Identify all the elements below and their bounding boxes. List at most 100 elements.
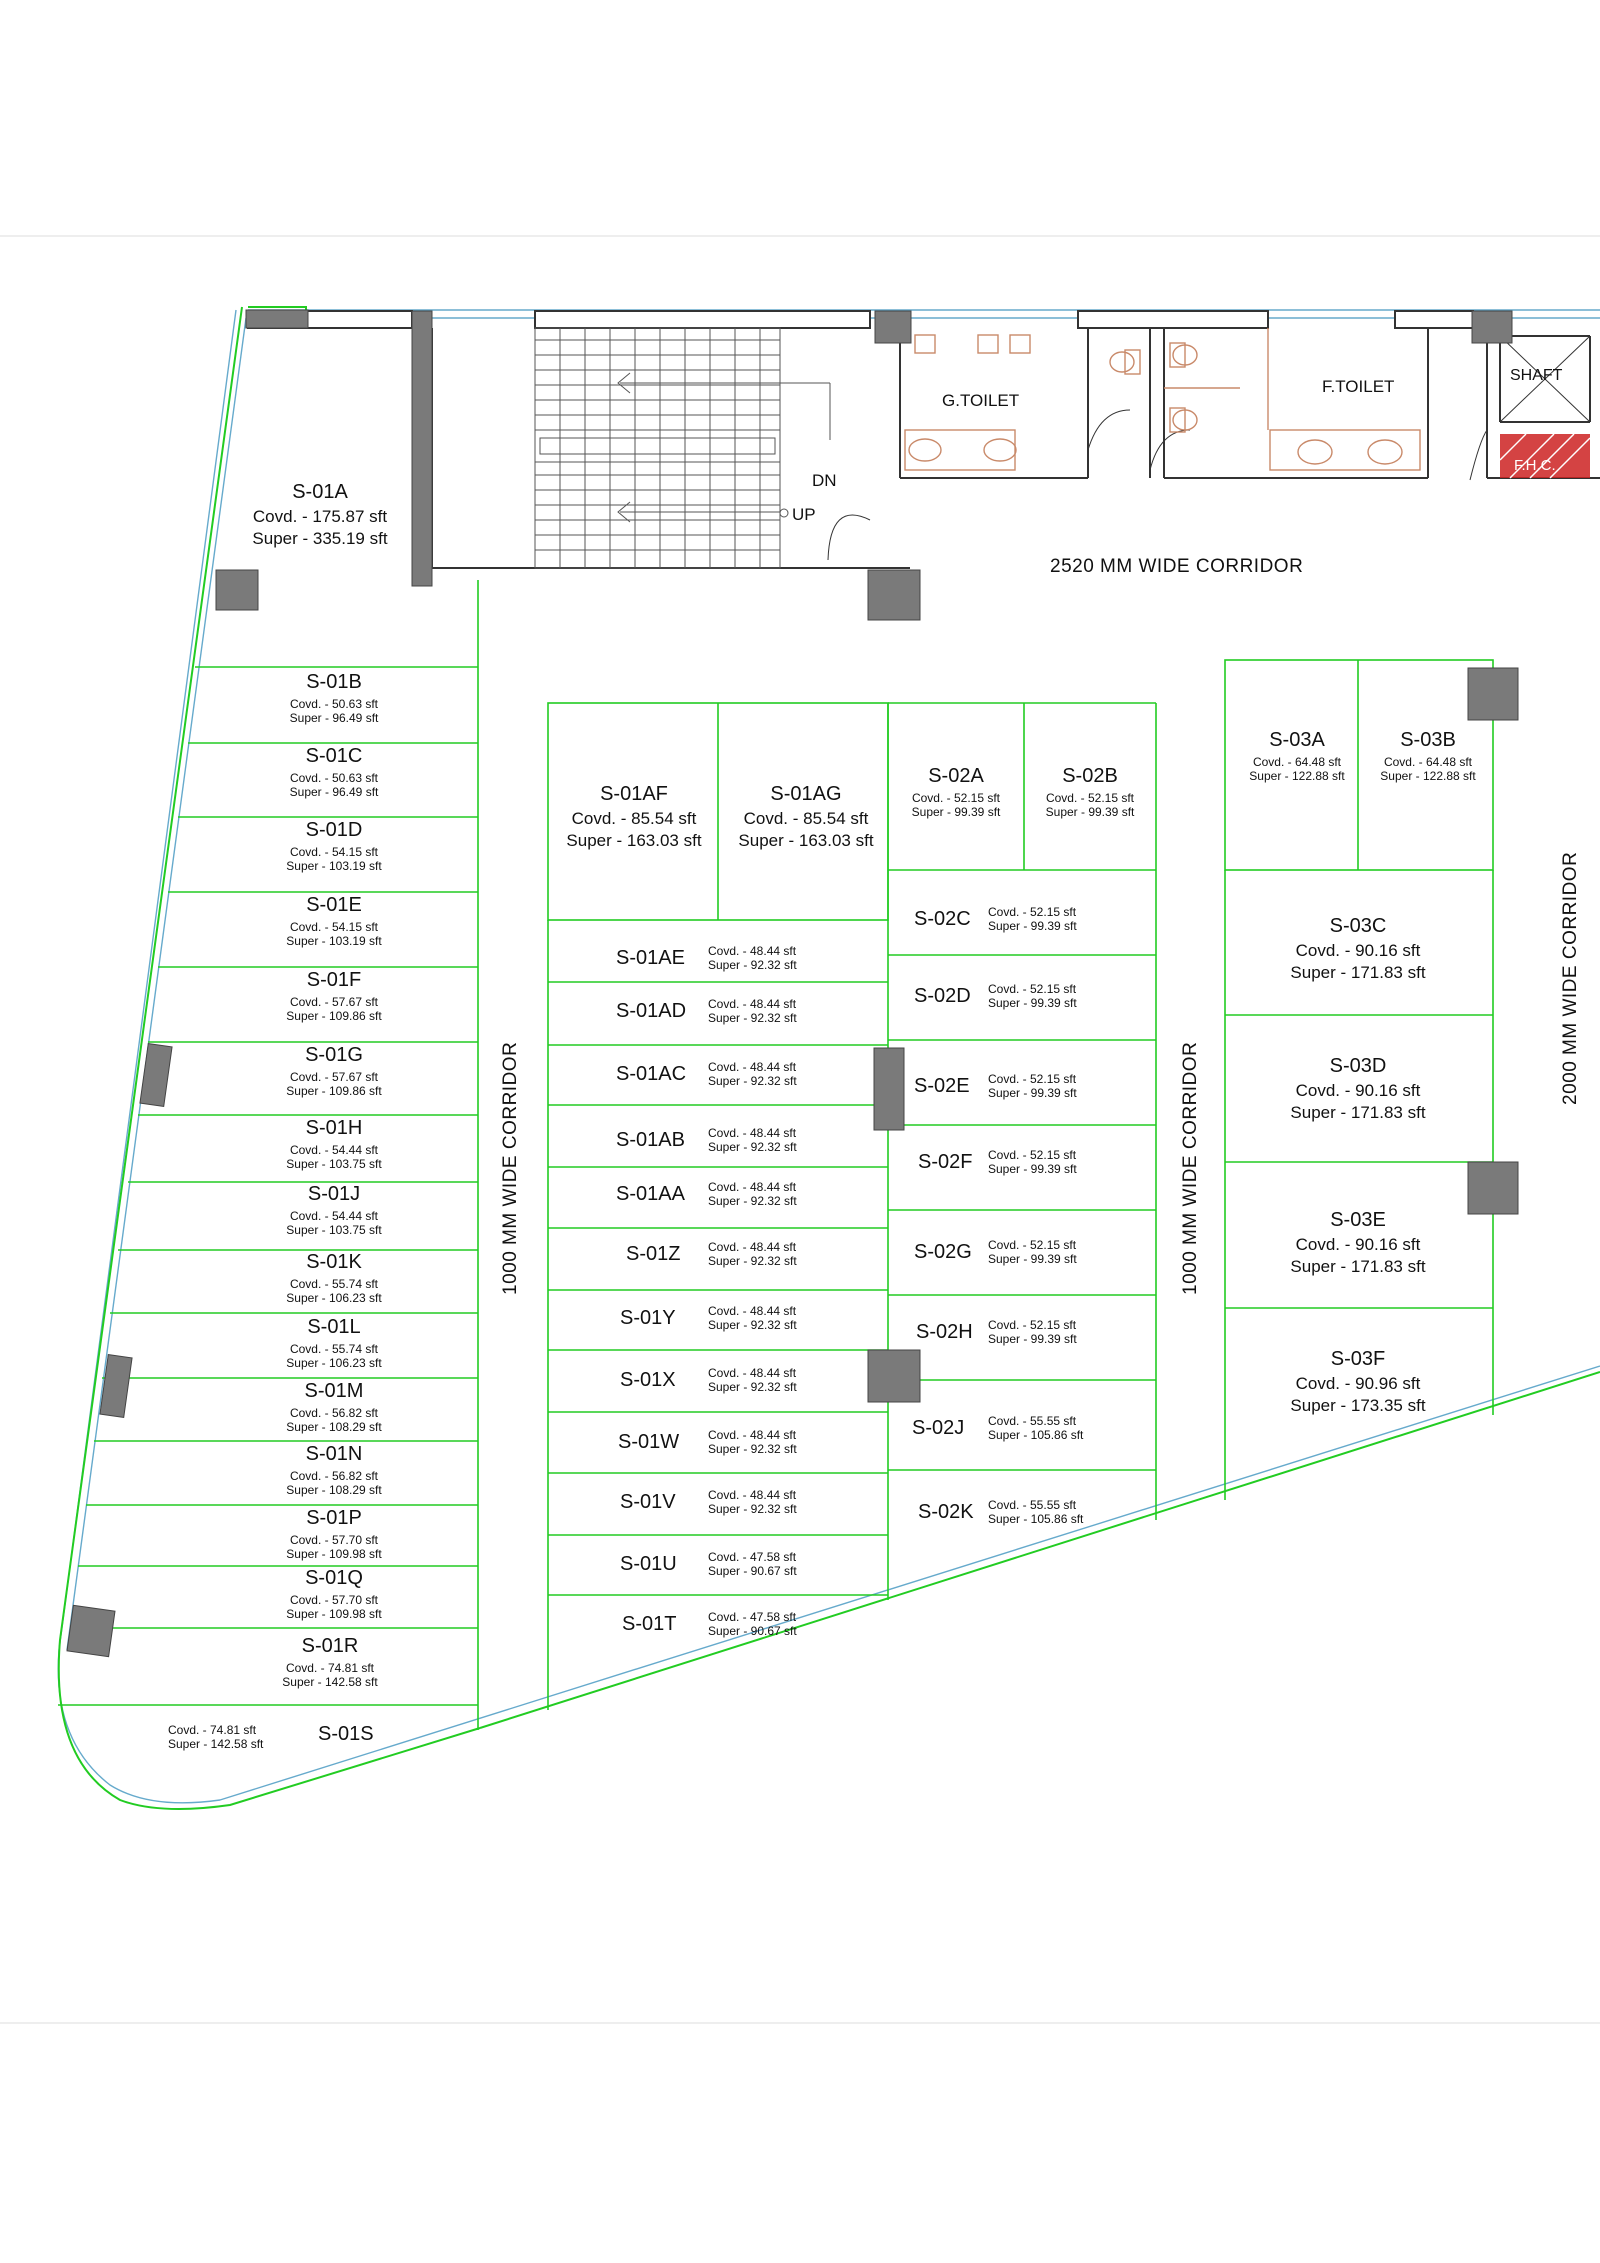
unit-super-s-01s: Super - 142.58 sft xyxy=(168,1737,264,1751)
unit-covd-s-01f: Covd. - 57.67 sft xyxy=(290,995,379,1009)
unit-super-s-01f: Super - 109.86 sft xyxy=(286,1009,382,1023)
unit-super-s-01a: Super - 335.19 sft xyxy=(252,529,387,548)
unit-super-s-01j: Super - 103.75 sft xyxy=(286,1223,382,1237)
unit-super-s-01q: Super - 109.98 sft xyxy=(286,1607,382,1621)
unit-id-s-01ad: S-01AD xyxy=(616,1000,686,1022)
stair-dn-label: DN xyxy=(812,471,837,490)
unit-super-s-01e: Super - 103.19 sft xyxy=(286,934,382,948)
unit-covd-s-01z: Covd. - 48.44 sft xyxy=(708,1240,797,1254)
unit-covd-s-02a: Covd. - 52.15 sft xyxy=(912,791,1001,805)
unit-id-s-01m: S-01M xyxy=(305,1380,364,1402)
unit-super-s-01ag: Super - 163.03 sft xyxy=(738,831,873,850)
unit-super-s-01u: Super - 90.67 sft xyxy=(708,1564,797,1578)
unit-id-s-01c: S-01C xyxy=(306,745,363,767)
core-walls xyxy=(247,310,1600,581)
corridor-top-label: 2520 MM WIDE CORRIDOR xyxy=(1050,556,1303,577)
fhc-label: F.H.C. xyxy=(1514,457,1556,474)
unit-super-s-01g: Super - 109.86 sft xyxy=(286,1084,382,1098)
corridor-left-label: 1000 MM WIDE CORRIDOR xyxy=(500,1042,521,1295)
unit-super-s-02k: Super - 105.86 sft xyxy=(988,1512,1084,1526)
unit-covd-s-01h: Covd. - 54.44 sft xyxy=(290,1143,379,1157)
unit-super-s-01ab: Super - 92.32 sft xyxy=(708,1140,797,1154)
unit-covd-s-01d: Covd. - 54.15 sft xyxy=(290,845,379,859)
fhc-box xyxy=(1499,433,1591,479)
unit-covd-s-01b: Covd. - 50.63 sft xyxy=(290,697,379,711)
unit-covd-s-02e: Covd. - 52.15 sft xyxy=(988,1072,1077,1086)
unit-super-s-01af: Super - 163.03 sft xyxy=(566,831,701,850)
unit-covd-s-01j: Covd. - 54.44 sft xyxy=(290,1209,379,1223)
unit-covd-s-01q: Covd. - 57.70 sft xyxy=(290,1593,379,1607)
unit-covd-s-02h: Covd. - 52.15 sft xyxy=(988,1318,1077,1332)
unit-id-s-01q: S-01Q xyxy=(305,1567,363,1589)
unit-id-s-01u: S-01U xyxy=(620,1553,677,1575)
unit-super-s-01n: Super - 108.29 sft xyxy=(286,1483,382,1497)
unit-super-s-01k: Super - 106.23 sft xyxy=(286,1291,382,1305)
unit-super-s-01v: Super - 92.32 sft xyxy=(708,1502,797,1516)
unit-covd-s-02d: Covd. - 52.15 sft xyxy=(988,982,1077,996)
unit-super-s-03d: Super - 171.83 sft xyxy=(1290,1103,1425,1122)
unit-covd-s-01aa: Covd. - 48.44 sft xyxy=(708,1180,797,1194)
unit-covd-s-02j: Covd. - 55.55 sft xyxy=(988,1414,1077,1428)
unit-id-s-01k: S-01K xyxy=(306,1251,362,1273)
unit-covd-s-01s: Covd. - 74.81 sft xyxy=(168,1723,257,1737)
unit-covd-s-01e: Covd. - 54.15 sft xyxy=(290,920,379,934)
unit-id-s-01v: S-01V xyxy=(620,1491,676,1513)
unit-covd-s-01ac: Covd. - 48.44 sft xyxy=(708,1060,797,1074)
unit-super-s-01d: Super - 103.19 sft xyxy=(286,859,382,873)
unit-super-s-01m: Super - 108.29 sft xyxy=(286,1420,382,1434)
unit-id-s-02d: S-02D xyxy=(914,985,971,1007)
partitions xyxy=(58,580,1494,1730)
unit-id-s-01ag: S-01AG xyxy=(770,783,841,805)
stair-up-label: UP xyxy=(792,505,816,524)
unit-id-s-01e: S-01E xyxy=(306,894,362,916)
unit-id-s-03c: S-03C xyxy=(1330,915,1387,937)
unit-super-s-02f: Super - 99.39 sft xyxy=(988,1162,1077,1176)
unit-super-s-01p: Super - 109.98 sft xyxy=(286,1547,382,1561)
unit-id-s-01ac: S-01AC xyxy=(616,1063,686,1085)
columns xyxy=(66,309,1519,1658)
unit-covd-s-01w: Covd. - 48.44 sft xyxy=(708,1428,797,1442)
unit-id-s-01ae: S-01AE xyxy=(616,947,685,969)
unit-id-s-01r: S-01R xyxy=(302,1635,359,1657)
unit-super-s-01ac: Super - 92.32 sft xyxy=(708,1074,797,1088)
unit-covd-s-01x: Covd. - 48.44 sft xyxy=(708,1366,797,1380)
unit-id-s-02j: S-02J xyxy=(912,1417,964,1439)
unit-id-s-01b: S-01B xyxy=(306,671,362,693)
unit-super-s-02c: Super - 99.39 sft xyxy=(988,919,1077,933)
unit-id-s-01a: S-01A xyxy=(292,481,348,503)
unit-id-s-03f: S-03F xyxy=(1331,1348,1385,1370)
unit-covd-s-02c: Covd. - 52.15 sft xyxy=(988,905,1077,919)
unit-id-s-02g: S-02G xyxy=(914,1241,972,1263)
unit-super-s-02a: Super - 99.39 sft xyxy=(912,805,1001,819)
unit-covd-s-01r: Covd. - 74.81 sft xyxy=(286,1661,375,1675)
unit-id-s-03d: S-03D xyxy=(1330,1055,1387,1077)
unit-id-s-01d: S-01D xyxy=(306,819,363,841)
unit-id-s-01p: S-01P xyxy=(306,1507,362,1529)
unit-id-s-01y: S-01Y xyxy=(620,1307,676,1329)
unit-covd-s-01t: Covd. - 47.58 sft xyxy=(708,1610,797,1624)
unit-covd-s-01y: Covd. - 48.44 sft xyxy=(708,1304,797,1318)
unit-id-s-02c: S-02C xyxy=(914,908,971,930)
unit-covd-s-01ag: Covd. - 85.54 sft xyxy=(744,809,869,828)
g-toilet-label: G.TOILET xyxy=(942,391,1019,410)
unit-super-s-01b: Super - 96.49 sft xyxy=(290,711,379,725)
unit-id-s-03b: S-03B xyxy=(1400,729,1456,751)
unit-id-s-01l: S-01L xyxy=(307,1316,360,1338)
unit-id-s-01h: S-01H xyxy=(306,1117,363,1139)
unit-super-s-01w: Super - 92.32 sft xyxy=(708,1442,797,1456)
unit-super-s-01r: Super - 142.58 sft xyxy=(282,1675,378,1689)
unit-id-s-01x: S-01X xyxy=(620,1369,676,1391)
unit-covd-s-02f: Covd. - 52.15 sft xyxy=(988,1148,1077,1162)
unit-covd-s-03d: Covd. - 90.16 sft xyxy=(1296,1081,1421,1100)
unit-id-s-01g: S-01G xyxy=(305,1044,363,1066)
unit-super-s-03e: Super - 171.83 sft xyxy=(1290,1257,1425,1276)
unit-covd-s-01u: Covd. - 47.58 sft xyxy=(708,1550,797,1564)
unit-id-s-03a: S-03A xyxy=(1269,729,1325,751)
unit-super-s-01aa: Super - 92.32 sft xyxy=(708,1194,797,1208)
sheet-border xyxy=(0,235,1600,2024)
unit-id-s-01af: S-01AF xyxy=(600,783,668,805)
unit-super-s-03f: Super - 173.35 sft xyxy=(1290,1396,1425,1415)
unit-super-s-02e: Super - 99.39 sft xyxy=(988,1086,1077,1100)
